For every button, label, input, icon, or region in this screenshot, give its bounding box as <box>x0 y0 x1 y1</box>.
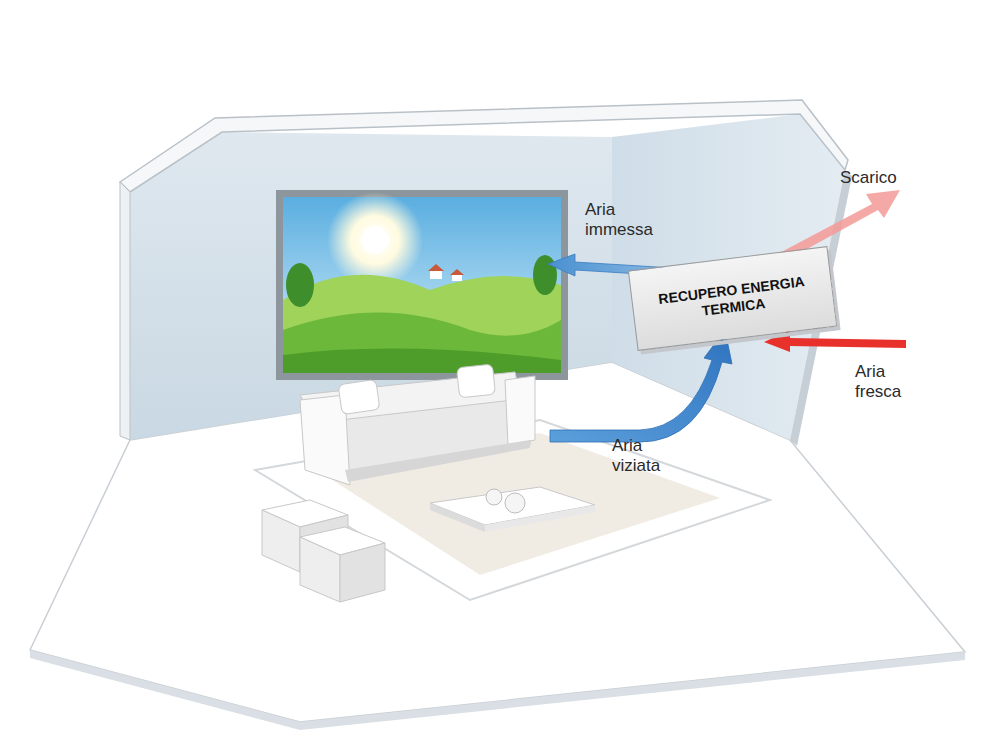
hill-front <box>283 313 561 374</box>
house <box>452 274 462 281</box>
left-wall-cut <box>120 182 130 440</box>
ceiling-edge <box>120 100 848 192</box>
unit-label: RECUPERO ENERGIA TERMICA <box>646 271 819 325</box>
bowl <box>486 489 502 505</box>
sun <box>327 192 423 288</box>
airflow-label: Scarico <box>840 168 930 188</box>
sofa-arm <box>505 376 535 445</box>
fresh-air-arrow <box>764 330 906 352</box>
cushion <box>338 380 380 415</box>
ottoman-side <box>300 537 340 602</box>
house-roof <box>450 269 464 275</box>
hill-back <box>283 275 561 373</box>
coffee-table-side <box>430 503 485 532</box>
back-wall <box>130 132 612 440</box>
right-wall <box>612 114 845 440</box>
sun-core <box>361 226 389 254</box>
house-roof <box>428 264 444 271</box>
cushion <box>457 364 496 398</box>
ottoman-side <box>262 510 300 572</box>
grass <box>283 349 561 373</box>
airflow-label: Aria viziata <box>612 436 672 475</box>
airflow-label: Aria immessa <box>585 200 655 239</box>
tree <box>286 263 314 307</box>
tree <box>533 255 557 295</box>
window-sky <box>283 197 561 373</box>
sofa-base <box>345 440 530 482</box>
heat-recovery-unit: RECUPERO ENERGIA TERMICA <box>628 246 837 351</box>
floor-edge <box>30 650 965 730</box>
airflow-label: Aria fresca <box>855 362 915 401</box>
coffee-table-side <box>485 505 595 532</box>
bowl <box>505 493 525 513</box>
window-frame <box>276 190 568 380</box>
ottoman-side <box>340 543 385 602</box>
house <box>430 270 442 279</box>
